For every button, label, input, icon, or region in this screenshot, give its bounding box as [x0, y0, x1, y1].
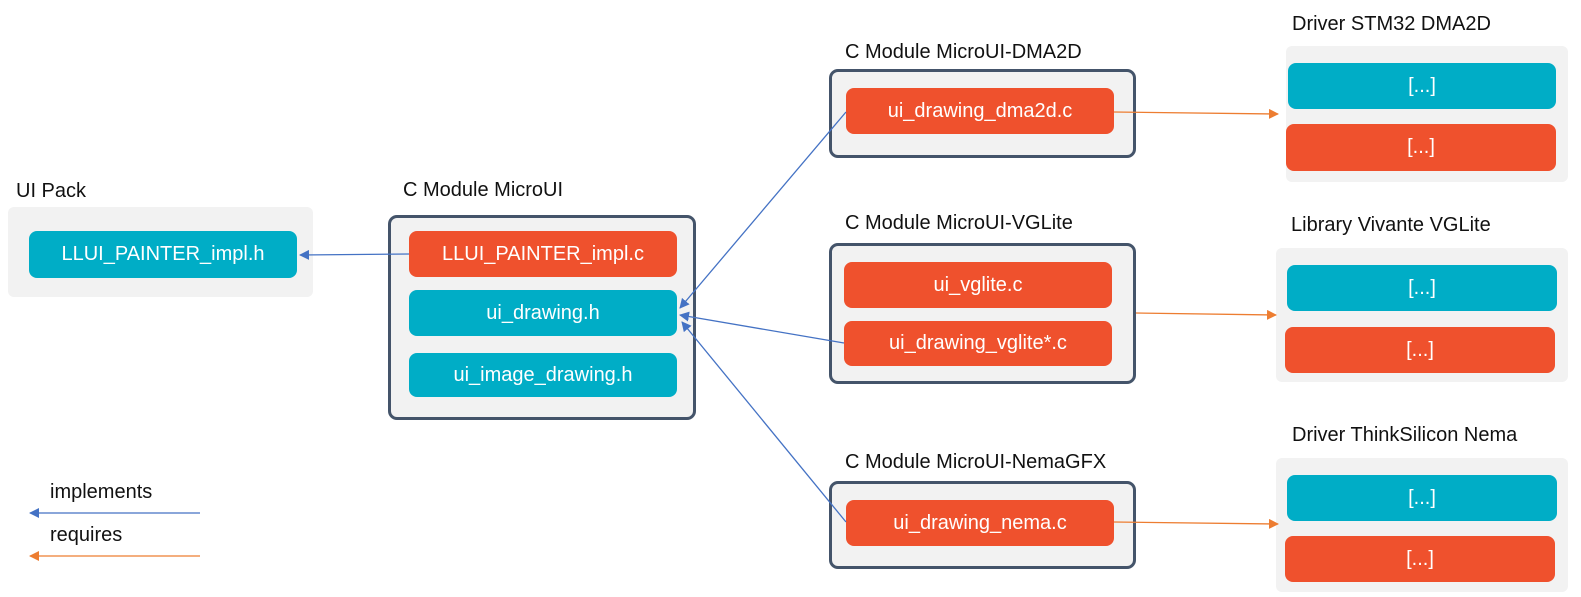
edge-painter-impl-implements: [299, 249, 410, 260]
vivante-header-box[interactable]: [...]: [1287, 265, 1557, 311]
thinksilicon-driver-title: Driver ThinkSilicon Nema: [1292, 424, 1518, 446]
ui-pack-title: UI Pack: [16, 180, 87, 202]
edge-nema-requires: [1113, 518, 1279, 529]
stm32-driver-title: Driver STM32 DMA2D: [1292, 13, 1491, 35]
nemagfx-module-title: C Module MicroUI-NemaGFX: [845, 451, 1107, 473]
thinksilicon-source-box[interactable]: [...]: [1285, 536, 1555, 582]
vivante-source-box[interactable]: [...]: [1285, 327, 1555, 373]
ui-drawing-vglite-c-box[interactable]: ui_drawing_vglite*.c: [844, 321, 1112, 366]
edge-vglite-requires: [1135, 309, 1277, 320]
edge-dma2d-implements: [679, 111, 847, 309]
legend-requires-label: requires: [50, 524, 123, 546]
thinksilicon-header-box[interactable]: [...]: [1287, 475, 1557, 521]
edge-nema-implements: [681, 321, 847, 523]
llui-painter-impl-h-box[interactable]: LLUI_PAINTER_impl.h: [29, 231, 297, 278]
stm32-source-box[interactable]: [...]: [1286, 124, 1556, 171]
stm32-header-box[interactable]: [...]: [1288, 63, 1556, 109]
microui-module-title: C Module MicroUI: [403, 179, 564, 201]
llui-painter-impl-c-box[interactable]: LLUI_PAINTER_impl.c: [409, 231, 677, 277]
dma2d-module-title: C Module MicroUI-DMA2D: [845, 41, 1082, 63]
edge-vglite-implements: [679, 311, 845, 344]
ui-drawing-dma2d-c-box[interactable]: ui_drawing_dma2d.c: [846, 88, 1114, 134]
vglite-module-title: C Module MicroUI-VGLite: [845, 212, 1073, 234]
ui-vglite-c-box[interactable]: ui_vglite.c: [844, 262, 1112, 308]
edge-dma2d-requires: [1113, 108, 1279, 119]
ui-drawing-nema-c-box[interactable]: ui_drawing_nema.c: [846, 500, 1114, 546]
vivante-library-title: Library Vivante VGLite: [1291, 214, 1491, 236]
legend-implements-label: implements: [50, 481, 153, 503]
ui-image-drawing-h-box[interactable]: ui_image_drawing.h: [409, 353, 677, 397]
ui-drawing-h-box[interactable]: ui_drawing.h: [409, 290, 677, 336]
